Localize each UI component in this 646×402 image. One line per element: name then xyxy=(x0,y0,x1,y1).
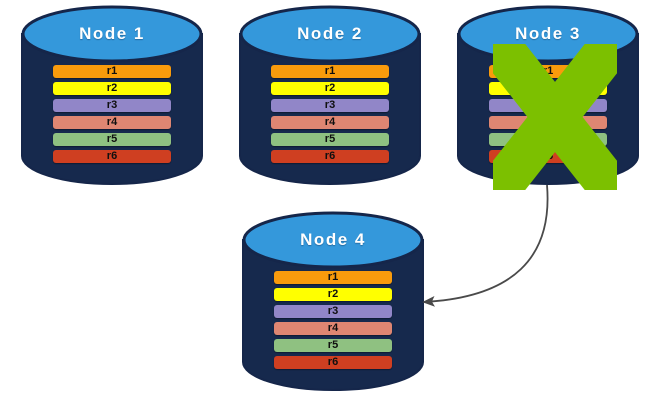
row-label: r3 xyxy=(324,99,336,111)
row-label: r6 xyxy=(106,150,118,162)
row-label: r4 xyxy=(106,116,118,128)
row-bar[interactable]: r5 xyxy=(274,339,392,352)
row-label: r6 xyxy=(324,150,336,162)
row-bar[interactable]: r6 xyxy=(274,356,392,369)
row-bar[interactable]: r4 xyxy=(53,116,171,129)
row-bar[interactable]: r1 xyxy=(271,65,389,78)
row-label: r5 xyxy=(324,133,336,145)
row-bar[interactable]: r5 xyxy=(271,133,389,146)
row-bar[interactable]: r3 xyxy=(53,99,171,112)
row-bar[interactable]: r3 xyxy=(274,305,392,318)
row-bar[interactable]: r2 xyxy=(53,82,171,95)
row-label: r5 xyxy=(327,339,339,351)
node-4-rows: r1 r2 r3 r4 r5 r6 xyxy=(243,271,423,369)
row-label: r1 xyxy=(324,65,336,77)
row-label: r6 xyxy=(327,356,339,368)
node-1-rows: r1 r2 r3 r4 r5 r6 xyxy=(22,65,202,163)
row-label: r4 xyxy=(327,322,339,334)
row-bar[interactable]: r5 xyxy=(53,133,171,146)
node-2-rows: r1 r2 r3 r4 r5 r6 xyxy=(240,65,420,163)
row-label: r4 xyxy=(324,116,336,128)
cylinder-top xyxy=(21,5,203,63)
row-bar[interactable]: r2 xyxy=(274,288,392,301)
row-bar[interactable]: r3 xyxy=(271,99,389,112)
row-label: r1 xyxy=(327,271,339,283)
cylinder-top xyxy=(239,5,421,63)
row-bar[interactable]: r1 xyxy=(53,65,171,78)
row-label: r2 xyxy=(327,288,339,300)
row-bar[interactable]: r6 xyxy=(271,150,389,163)
row-bar[interactable]: r4 xyxy=(271,116,389,129)
cylinder-top xyxy=(242,211,424,269)
row-label: r1 xyxy=(106,65,118,77)
row-bar[interactable]: r6 xyxy=(53,150,171,163)
row-label: r5 xyxy=(106,133,118,145)
row-label: r2 xyxy=(106,82,118,94)
row-label: r2 xyxy=(324,82,336,94)
row-bar[interactable]: r4 xyxy=(274,322,392,335)
row-label: r3 xyxy=(327,305,339,317)
row-label: r3 xyxy=(106,99,118,111)
arrow-line xyxy=(422,184,549,307)
row-bar[interactable]: r2 xyxy=(271,82,389,95)
row-bar[interactable]: r1 xyxy=(274,271,392,284)
